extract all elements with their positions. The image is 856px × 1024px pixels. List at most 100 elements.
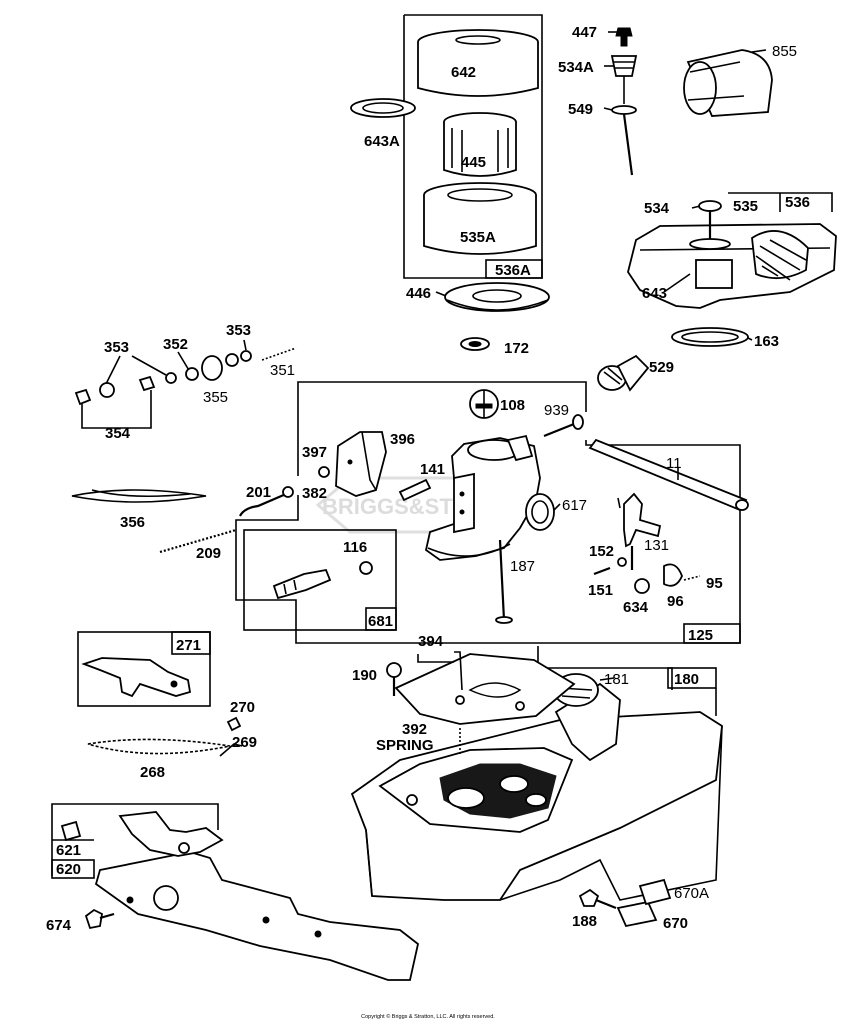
- box-620: [51, 803, 219, 879]
- label-188: 188: [572, 913, 597, 930]
- small-hardware-group: [74, 339, 297, 429]
- grommet-172: [460, 337, 490, 351]
- label-172: 172: [504, 340, 529, 357]
- label-180: 180: [674, 671, 699, 688]
- label-125: 125: [688, 627, 713, 644]
- label-397: 397: [302, 444, 327, 461]
- label-354: 354: [105, 425, 131, 442]
- part-396-397: [318, 431, 387, 497]
- label-446: 446: [406, 285, 431, 302]
- screen-535: [751, 230, 809, 281]
- label-382: 382: [302, 485, 327, 502]
- air-cleaner-cover-642: [417, 29, 539, 97]
- copyright-notice: Copyright © Briggs & Stratton, LLC. All …: [361, 1014, 495, 1020]
- label-396: 396: [390, 431, 415, 448]
- label-269: 269: [232, 734, 257, 751]
- filter-445: [443, 112, 517, 177]
- label-163: 163: [754, 333, 779, 350]
- carburetor-box-125: [235, 381, 741, 644]
- label-634: 634: [623, 599, 649, 616]
- label-190: 190: [352, 667, 377, 684]
- fuel-tank-180: [350, 673, 723, 901]
- label-534a: 534A: [558, 59, 594, 76]
- label-674: 674: [46, 917, 72, 934]
- label-621: 621: [56, 842, 81, 859]
- label-11: 11: [666, 455, 682, 472]
- label-108: 108: [500, 397, 525, 414]
- tube-11: [588, 438, 749, 512]
- dipstick-assembly: [610, 27, 638, 176]
- label-201: 201: [246, 484, 271, 501]
- label-356: 356: [120, 514, 145, 531]
- leader-lines: [435, 31, 767, 681]
- bolt-190: [386, 662, 402, 696]
- label-268: 268: [140, 764, 165, 781]
- throttle-621: [60, 811, 224, 857]
- part-141: [398, 478, 432, 502]
- label-352: 352: [163, 336, 188, 353]
- parts-681-116: [272, 561, 373, 600]
- part-529: [597, 354, 650, 392]
- label-620: 620: [56, 861, 81, 878]
- sub-box-681: [243, 529, 397, 631]
- label-643a: 643A: [364, 133, 400, 150]
- gasket-643a: [350, 98, 416, 118]
- label-642: 642: [451, 64, 476, 81]
- base-446: [444, 282, 550, 312]
- part-108: [469, 389, 499, 419]
- label-447: 447: [572, 24, 597, 41]
- label-549: 549: [568, 101, 593, 118]
- label-536a: 536A: [495, 262, 531, 279]
- label-535a: 535A: [460, 229, 496, 246]
- precleaner-535a: [423, 182, 537, 255]
- label-529: 529: [649, 359, 674, 376]
- label-353b: 353: [226, 322, 251, 339]
- gasket-163: [671, 327, 749, 347]
- wire-356: [71, 489, 207, 503]
- parts-131-152-151-634-96-95: [593, 492, 701, 594]
- parts-188-670-670a: [578, 878, 672, 928]
- label-271: 271: [176, 637, 201, 654]
- label-392: 392: [402, 721, 427, 738]
- label-617: 617: [562, 497, 587, 514]
- label-534: 534: [644, 200, 670, 217]
- label-152: 152: [589, 543, 614, 560]
- label-131: 131: [644, 537, 669, 554]
- label-270: 270: [230, 699, 255, 716]
- label-643: 643: [642, 285, 667, 302]
- label-855: 855: [772, 43, 797, 60]
- label-681: 681: [368, 613, 393, 630]
- parts-270-269-268: [87, 716, 243, 757]
- label-536: 536: [785, 194, 810, 211]
- label-670a: 670A: [674, 885, 709, 902]
- label-353a: 353: [104, 339, 129, 356]
- label-96: 96: [667, 593, 684, 610]
- label-394: 394: [418, 633, 444, 650]
- label-939: 939: [544, 402, 569, 419]
- bracket-620: [94, 851, 420, 981]
- label-187: 187: [510, 558, 535, 575]
- label-535: 535: [733, 198, 758, 215]
- label-spring: SPRING: [376, 737, 434, 754]
- label-141: 141: [420, 461, 445, 478]
- label-95: 95: [706, 575, 723, 592]
- label-209: 209: [196, 545, 221, 562]
- carburetor-body: [424, 434, 555, 624]
- knob-534: [689, 200, 731, 250]
- gasket-394: [394, 651, 576, 725]
- label-181: 181: [604, 671, 629, 688]
- label-116: 116: [343, 539, 367, 556]
- label-670: 670: [663, 915, 688, 932]
- air-cleaner-box-536a: [403, 14, 543, 279]
- elbow-855: [683, 49, 773, 117]
- label-445: 445: [461, 154, 486, 171]
- bolt-674: [84, 908, 115, 930]
- link-201: [239, 486, 294, 517]
- part-labels: 642 643A 445 535A 536A 446 172 447 534A …: [46, 24, 810, 934]
- spring-209: [159, 528, 237, 554]
- label-351: 351: [270, 362, 295, 379]
- fuel-tank-box-180: [537, 646, 717, 716]
- label-355: 355: [203, 389, 228, 406]
- label-151: 151: [588, 582, 613, 599]
